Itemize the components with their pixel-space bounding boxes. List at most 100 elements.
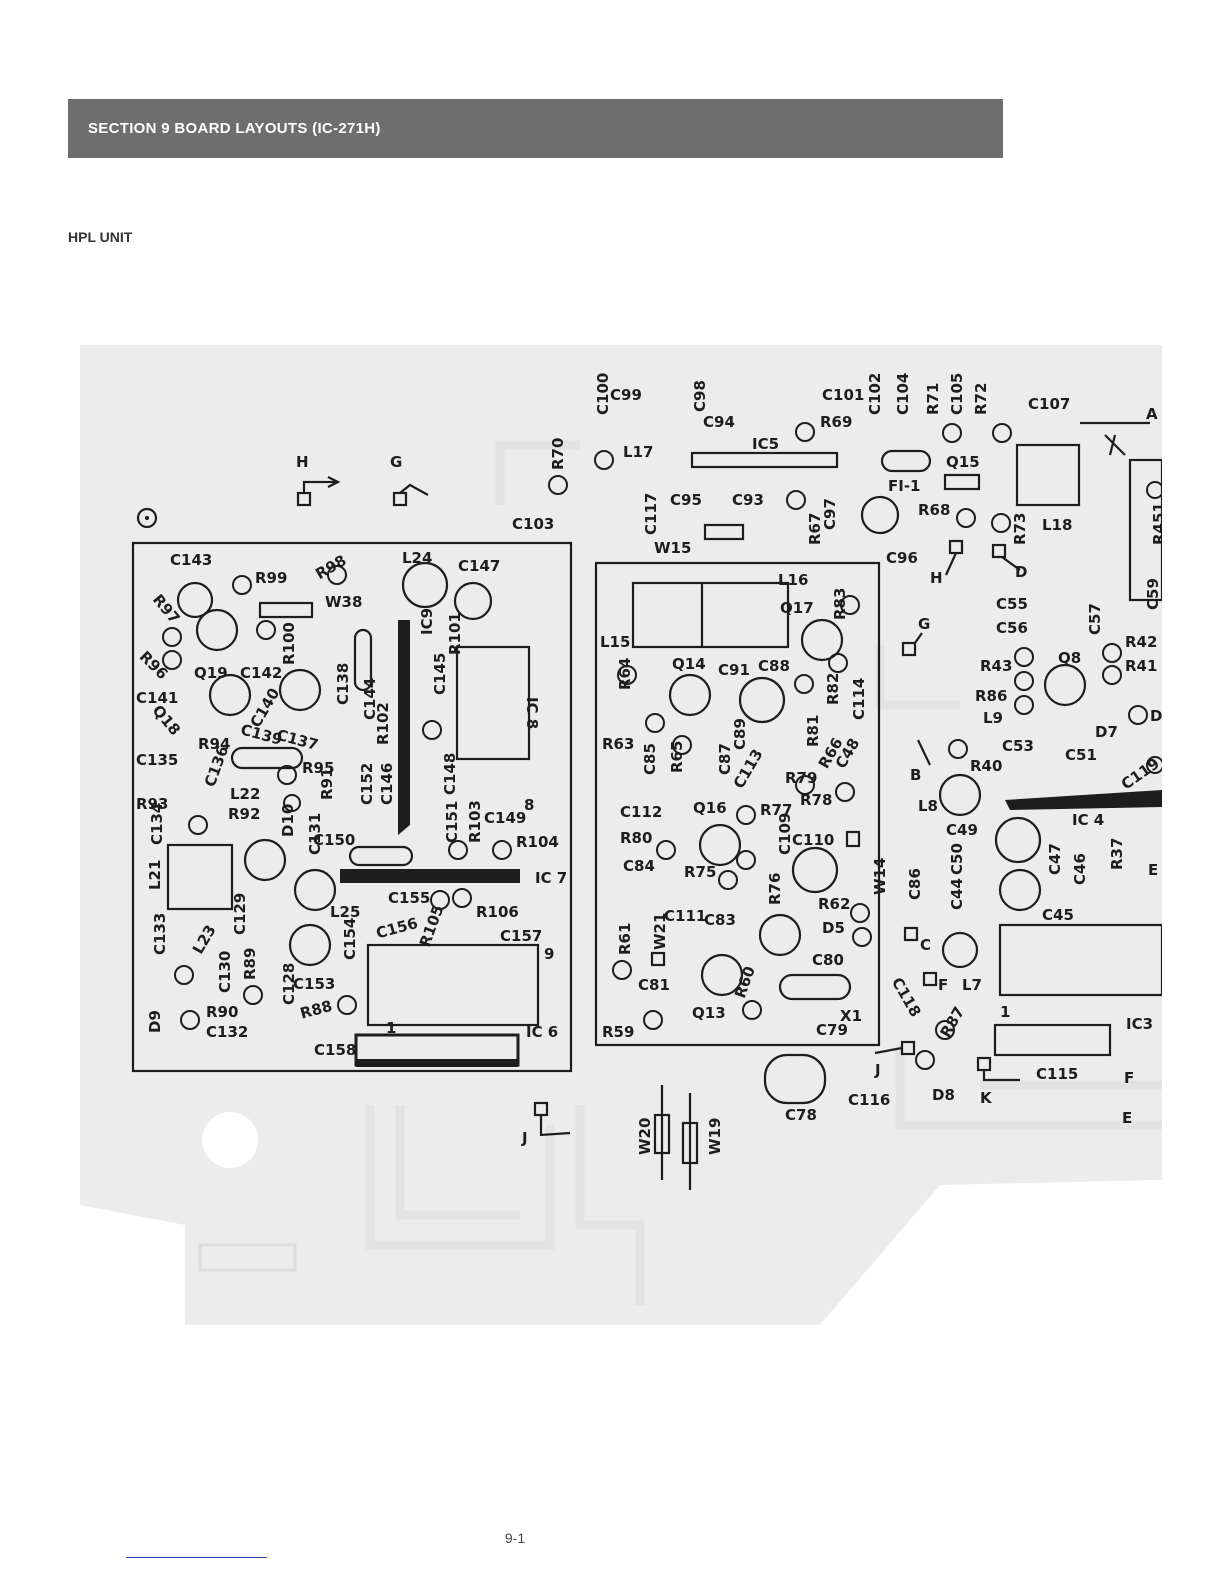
- label-c98: C98: [691, 380, 709, 412]
- label-c105: C105: [948, 373, 966, 415]
- label-r41: R41: [1125, 657, 1157, 675]
- label-c101: C101: [822, 386, 864, 404]
- label-c79: C79: [816, 1021, 848, 1039]
- ic3-body: [998, 923, 1162, 997]
- label-c142: C142: [240, 664, 282, 682]
- label-r72: R72: [972, 383, 990, 415]
- label-r40: R40: [970, 757, 1002, 775]
- label-c51: C51: [1065, 746, 1097, 764]
- label-r62: R62: [818, 895, 850, 913]
- label-c53: C53: [1002, 737, 1034, 755]
- label-g2: G: [918, 615, 930, 633]
- label-j2: J: [874, 1061, 881, 1079]
- l18-body: [1015, 443, 1081, 507]
- left-shield-module: [131, 541, 573, 1073]
- label-c57: C57: [1086, 603, 1104, 635]
- label-r86: R86: [975, 687, 1007, 705]
- mounting-hole: [202, 1112, 258, 1168]
- label-l25: L25: [330, 903, 360, 921]
- label-l24: L24: [402, 549, 432, 567]
- label-ic4: IC 4: [1072, 811, 1104, 829]
- label-ic7: IC 7: [535, 869, 567, 887]
- label-r78: R78: [800, 791, 832, 809]
- solder-pads: [162, 422, 1162, 1070]
- label-c45: C45: [1042, 906, 1074, 924]
- label-w20: W20: [636, 1118, 654, 1155]
- q19-body: [195, 608, 239, 652]
- label-q19: Q19: [194, 664, 228, 682]
- label-r82: R82: [824, 673, 842, 705]
- label-w14: W14: [871, 858, 889, 895]
- l21-body: [166, 843, 234, 911]
- middle-shield-module: [594, 561, 881, 1047]
- label-c94: C94: [703, 413, 735, 431]
- label-h2: H: [930, 569, 943, 587]
- section-header-banner: SECTION 9 BOARD LAYOUTS (IC-271H): [68, 99, 1003, 158]
- label-c135: C135: [136, 751, 178, 769]
- label-w19: W19: [706, 1118, 724, 1155]
- connection-marker-symbols: [296, 434, 1126, 1137]
- section-title: SECTION 9 BOARD LAYOUTS (IC-271H): [88, 120, 381, 137]
- label-d: D: [1015, 563, 1027, 581]
- label-c95: C95: [670, 491, 702, 509]
- q13-body: [700, 953, 744, 997]
- label-c149: C149: [484, 809, 526, 827]
- label-r102: R102: [374, 702, 392, 745]
- label-c145: C145: [431, 653, 449, 695]
- label-c59: C59: [1144, 578, 1162, 610]
- ic5-body: [690, 451, 839, 469]
- c80-body: [778, 973, 852, 1001]
- q17-body: [800, 618, 844, 662]
- label-c128: C128: [280, 963, 298, 1005]
- w15-body: [703, 523, 745, 541]
- label-c96: C96: [886, 549, 918, 567]
- label-c131: C131: [306, 813, 324, 855]
- label-c109: C109: [776, 813, 794, 855]
- c143-body: [176, 581, 214, 619]
- label-d6: D: [1150, 707, 1162, 725]
- label-d8: D8: [932, 1086, 955, 1104]
- label-q13: Q13: [692, 1004, 726, 1022]
- r94-body: [230, 746, 304, 770]
- c153-body: [288, 923, 332, 967]
- label-l16: L16: [778, 571, 808, 589]
- l24-body: [401, 561, 449, 609]
- label-c87: C87: [716, 743, 734, 775]
- board-code-stamp: [198, 1243, 297, 1272]
- label-c148: C148: [441, 753, 459, 795]
- label-c134: C134: [148, 803, 166, 845]
- label-c88: C88: [758, 657, 790, 675]
- label-c158: C158: [314, 1041, 356, 1059]
- c96-body: [860, 495, 900, 535]
- label-r75: R75: [684, 863, 716, 881]
- label-c47: C47: [1046, 843, 1064, 875]
- label-c150: C150: [313, 831, 355, 849]
- footer-link-underline[interactable]: [126, 1557, 267, 1558]
- label-l18: L18: [1042, 516, 1072, 534]
- c131-body: [243, 838, 287, 882]
- c129-body: [293, 868, 337, 912]
- label-l22: L22: [230, 785, 260, 803]
- q8-body: [1043, 663, 1087, 707]
- marker-a-arrow: [1104, 434, 1126, 456]
- label-c84: C84: [623, 857, 655, 875]
- c47-body: [998, 868, 1042, 912]
- marker-d-pad: [991, 543, 1007, 559]
- label-r451: R451: [1150, 502, 1162, 545]
- label-r61: R61: [616, 923, 634, 955]
- label-w21: W21: [651, 913, 669, 950]
- ic7-body: [340, 869, 520, 883]
- c91-body: [738, 676, 786, 724]
- marker-f-pad: [922, 971, 938, 987]
- label-fi1: FI-1: [888, 477, 921, 495]
- label-r63: R63: [602, 735, 634, 753]
- label-l15: L15: [600, 633, 630, 651]
- label-e2: E: [1122, 1109, 1132, 1127]
- label-c49: C49: [946, 821, 978, 839]
- label-r79: R79: [785, 769, 817, 787]
- label-c111: C111: [664, 907, 706, 925]
- label-r64: R64: [616, 658, 634, 690]
- label-r80: R80: [620, 829, 652, 847]
- label-c138: C138: [334, 663, 352, 705]
- label-r71: R71: [924, 383, 942, 415]
